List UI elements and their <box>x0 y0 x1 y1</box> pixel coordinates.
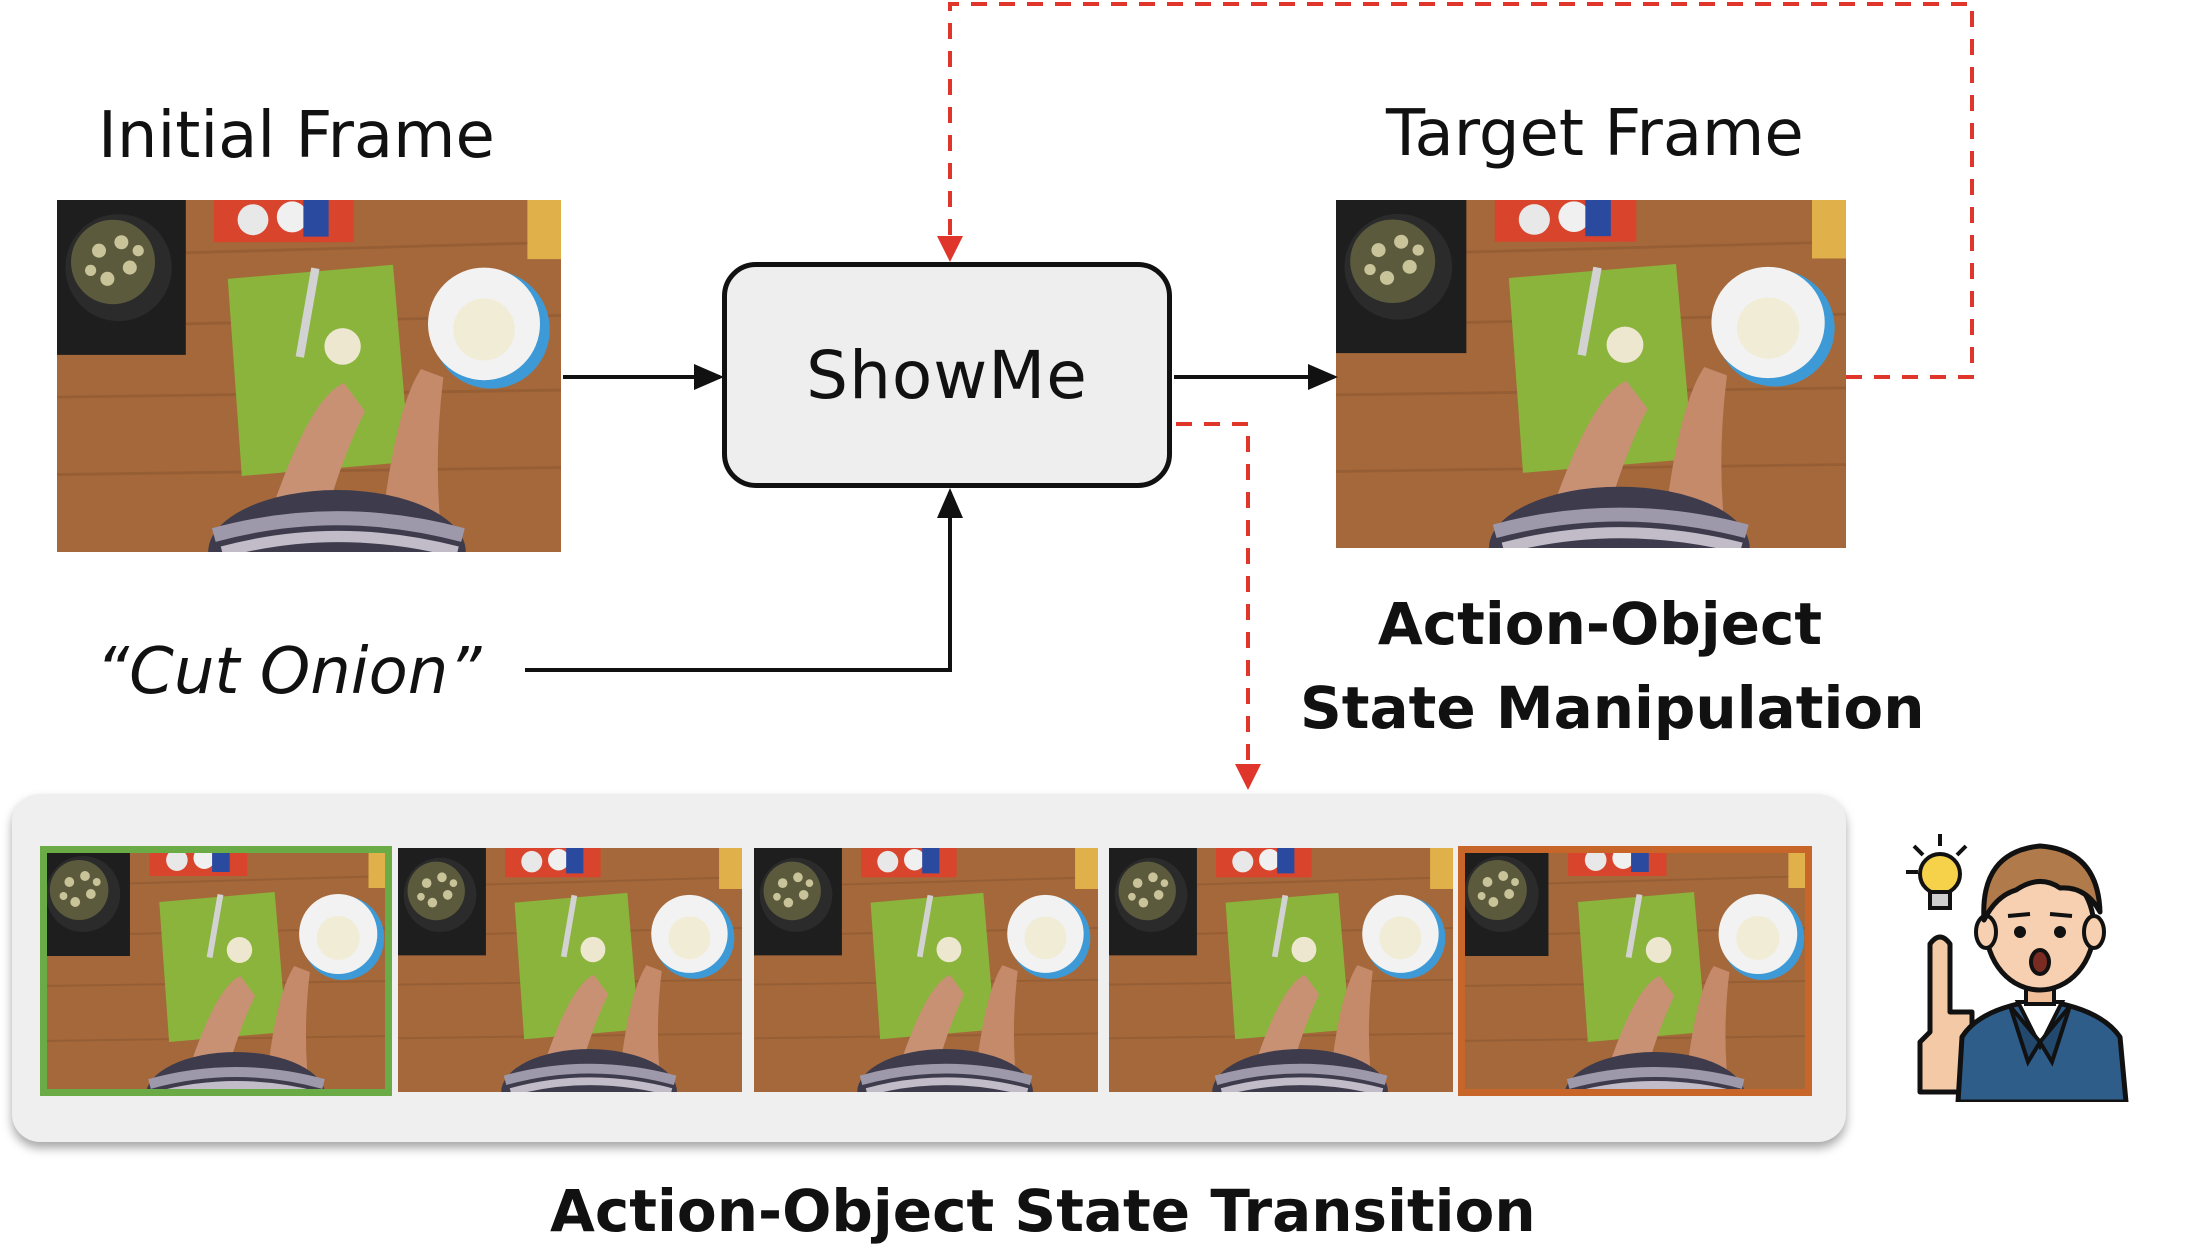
strip-frame-3 <box>754 848 1098 1092</box>
strip-frame-4 <box>1109 848 1453 1092</box>
manipulation-caption: Action-Object State Manipulation <box>1300 582 1925 750</box>
manipulation-caption-line2: State Manipulation <box>1300 674 1925 742</box>
target-frame-title: Target Frame <box>1386 97 1804 171</box>
showme-label: ShowMe <box>806 336 1088 414</box>
initial-frame-title: Initial Frame <box>98 99 495 173</box>
lightbulb-icon <box>1906 834 1968 910</box>
person-with-lightbulb-icon <box>1906 834 2129 1102</box>
strip-frame-5 <box>1458 846 1812 1096</box>
transition-caption: Action-Object State Transition <box>550 1177 1536 1245</box>
manipulation-caption-line1: Action-Object <box>1377 590 1823 658</box>
arrow-feedback-target-to-model <box>937 2 1974 379</box>
strip-frame-2 <box>398 848 742 1092</box>
arrow-prompt-to-model <box>525 488 963 672</box>
strip-frame-1 <box>40 846 392 1096</box>
prompt-text: “Cut Onion” <box>96 635 482 709</box>
showme-model-box: ShowMe <box>722 262 1172 488</box>
arrow-model-to-transition <box>1176 422 1261 790</box>
